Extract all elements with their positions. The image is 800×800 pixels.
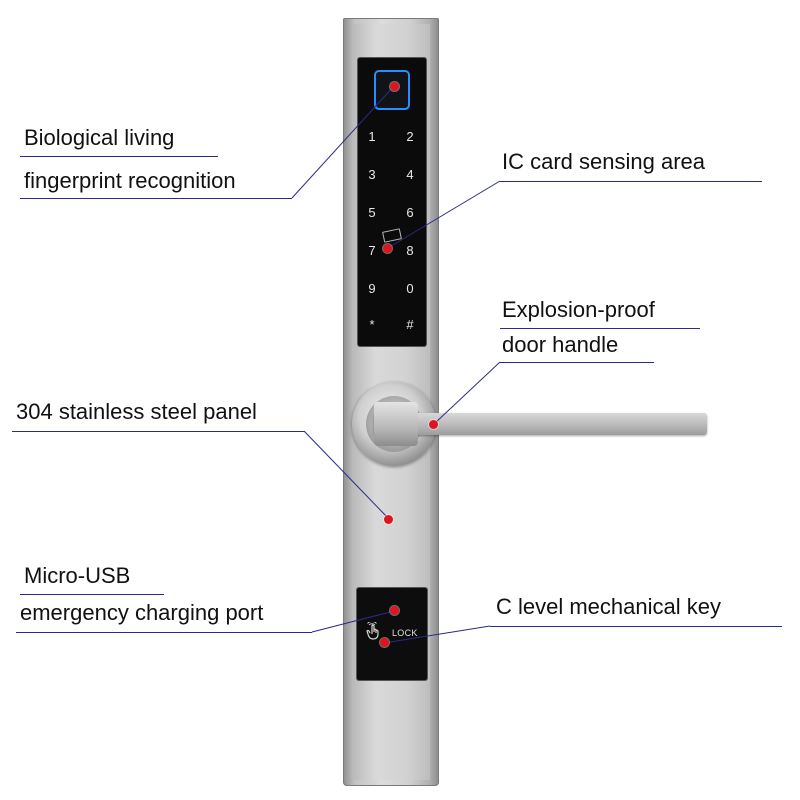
underline-usb-line1 (20, 594, 164, 595)
label-handle-line1: Explosion-proof (502, 297, 655, 322)
key-6: 6 (406, 205, 414, 220)
key-8: 8 (406, 243, 414, 258)
key-7: 7 (368, 243, 376, 258)
dot-key (380, 638, 389, 647)
dot-fingerprint (390, 82, 399, 91)
handle-neck (374, 402, 418, 446)
label-ic-card: IC card sensing area (502, 149, 705, 174)
lock-label: LOCK (392, 628, 418, 638)
dot-handle (429, 420, 438, 429)
leader-ic-card (387, 180, 501, 249)
underline-ic-card (500, 181, 762, 182)
leader-handle (433, 361, 501, 425)
label-handle-line2: door handle (502, 332, 619, 357)
fingerprint-sensor-icon (374, 70, 410, 110)
key-4: 4 (406, 167, 414, 182)
label-panel: 304 stainless steel panel (16, 399, 257, 424)
dot-usb (390, 606, 399, 615)
key-5: 5 (368, 205, 376, 220)
underline-usb-line2 (16, 632, 312, 633)
key-star: * (369, 317, 375, 332)
door-handle-lever (374, 413, 707, 435)
leader-fingerprint (291, 85, 395, 199)
key-0: 0 (406, 281, 414, 296)
dot-ic-card (383, 244, 392, 253)
label-fingerprint-line2: fingerprint recognition (24, 168, 236, 193)
key-usb-module (357, 588, 427, 680)
label-usb-line1: Micro-USB (24, 563, 131, 588)
leader-usb (311, 610, 395, 633)
label-usb-line2: emergency charging port (20, 600, 264, 625)
underline-handle-line1 (500, 328, 700, 329)
key-hash: # (406, 317, 414, 332)
underline-fingerprint-line1 (20, 156, 218, 157)
hand-touch-icon (366, 622, 379, 640)
key-2: 2 (406, 129, 414, 144)
underline-panel (12, 431, 304, 432)
label-key: C level mechanical key (496, 594, 721, 619)
underline-fingerprint-line2 (20, 198, 292, 199)
underline-handle-line2 (500, 362, 654, 363)
key-1: 1 (368, 129, 376, 144)
label-fingerprint-line1: Biological living (24, 125, 175, 150)
key-3: 3 (368, 167, 376, 182)
underline-key (490, 626, 782, 627)
dot-panel (384, 515, 393, 524)
leader-panel (303, 430, 389, 519)
leader-key (383, 625, 491, 644)
key-9: 9 (368, 281, 376, 296)
